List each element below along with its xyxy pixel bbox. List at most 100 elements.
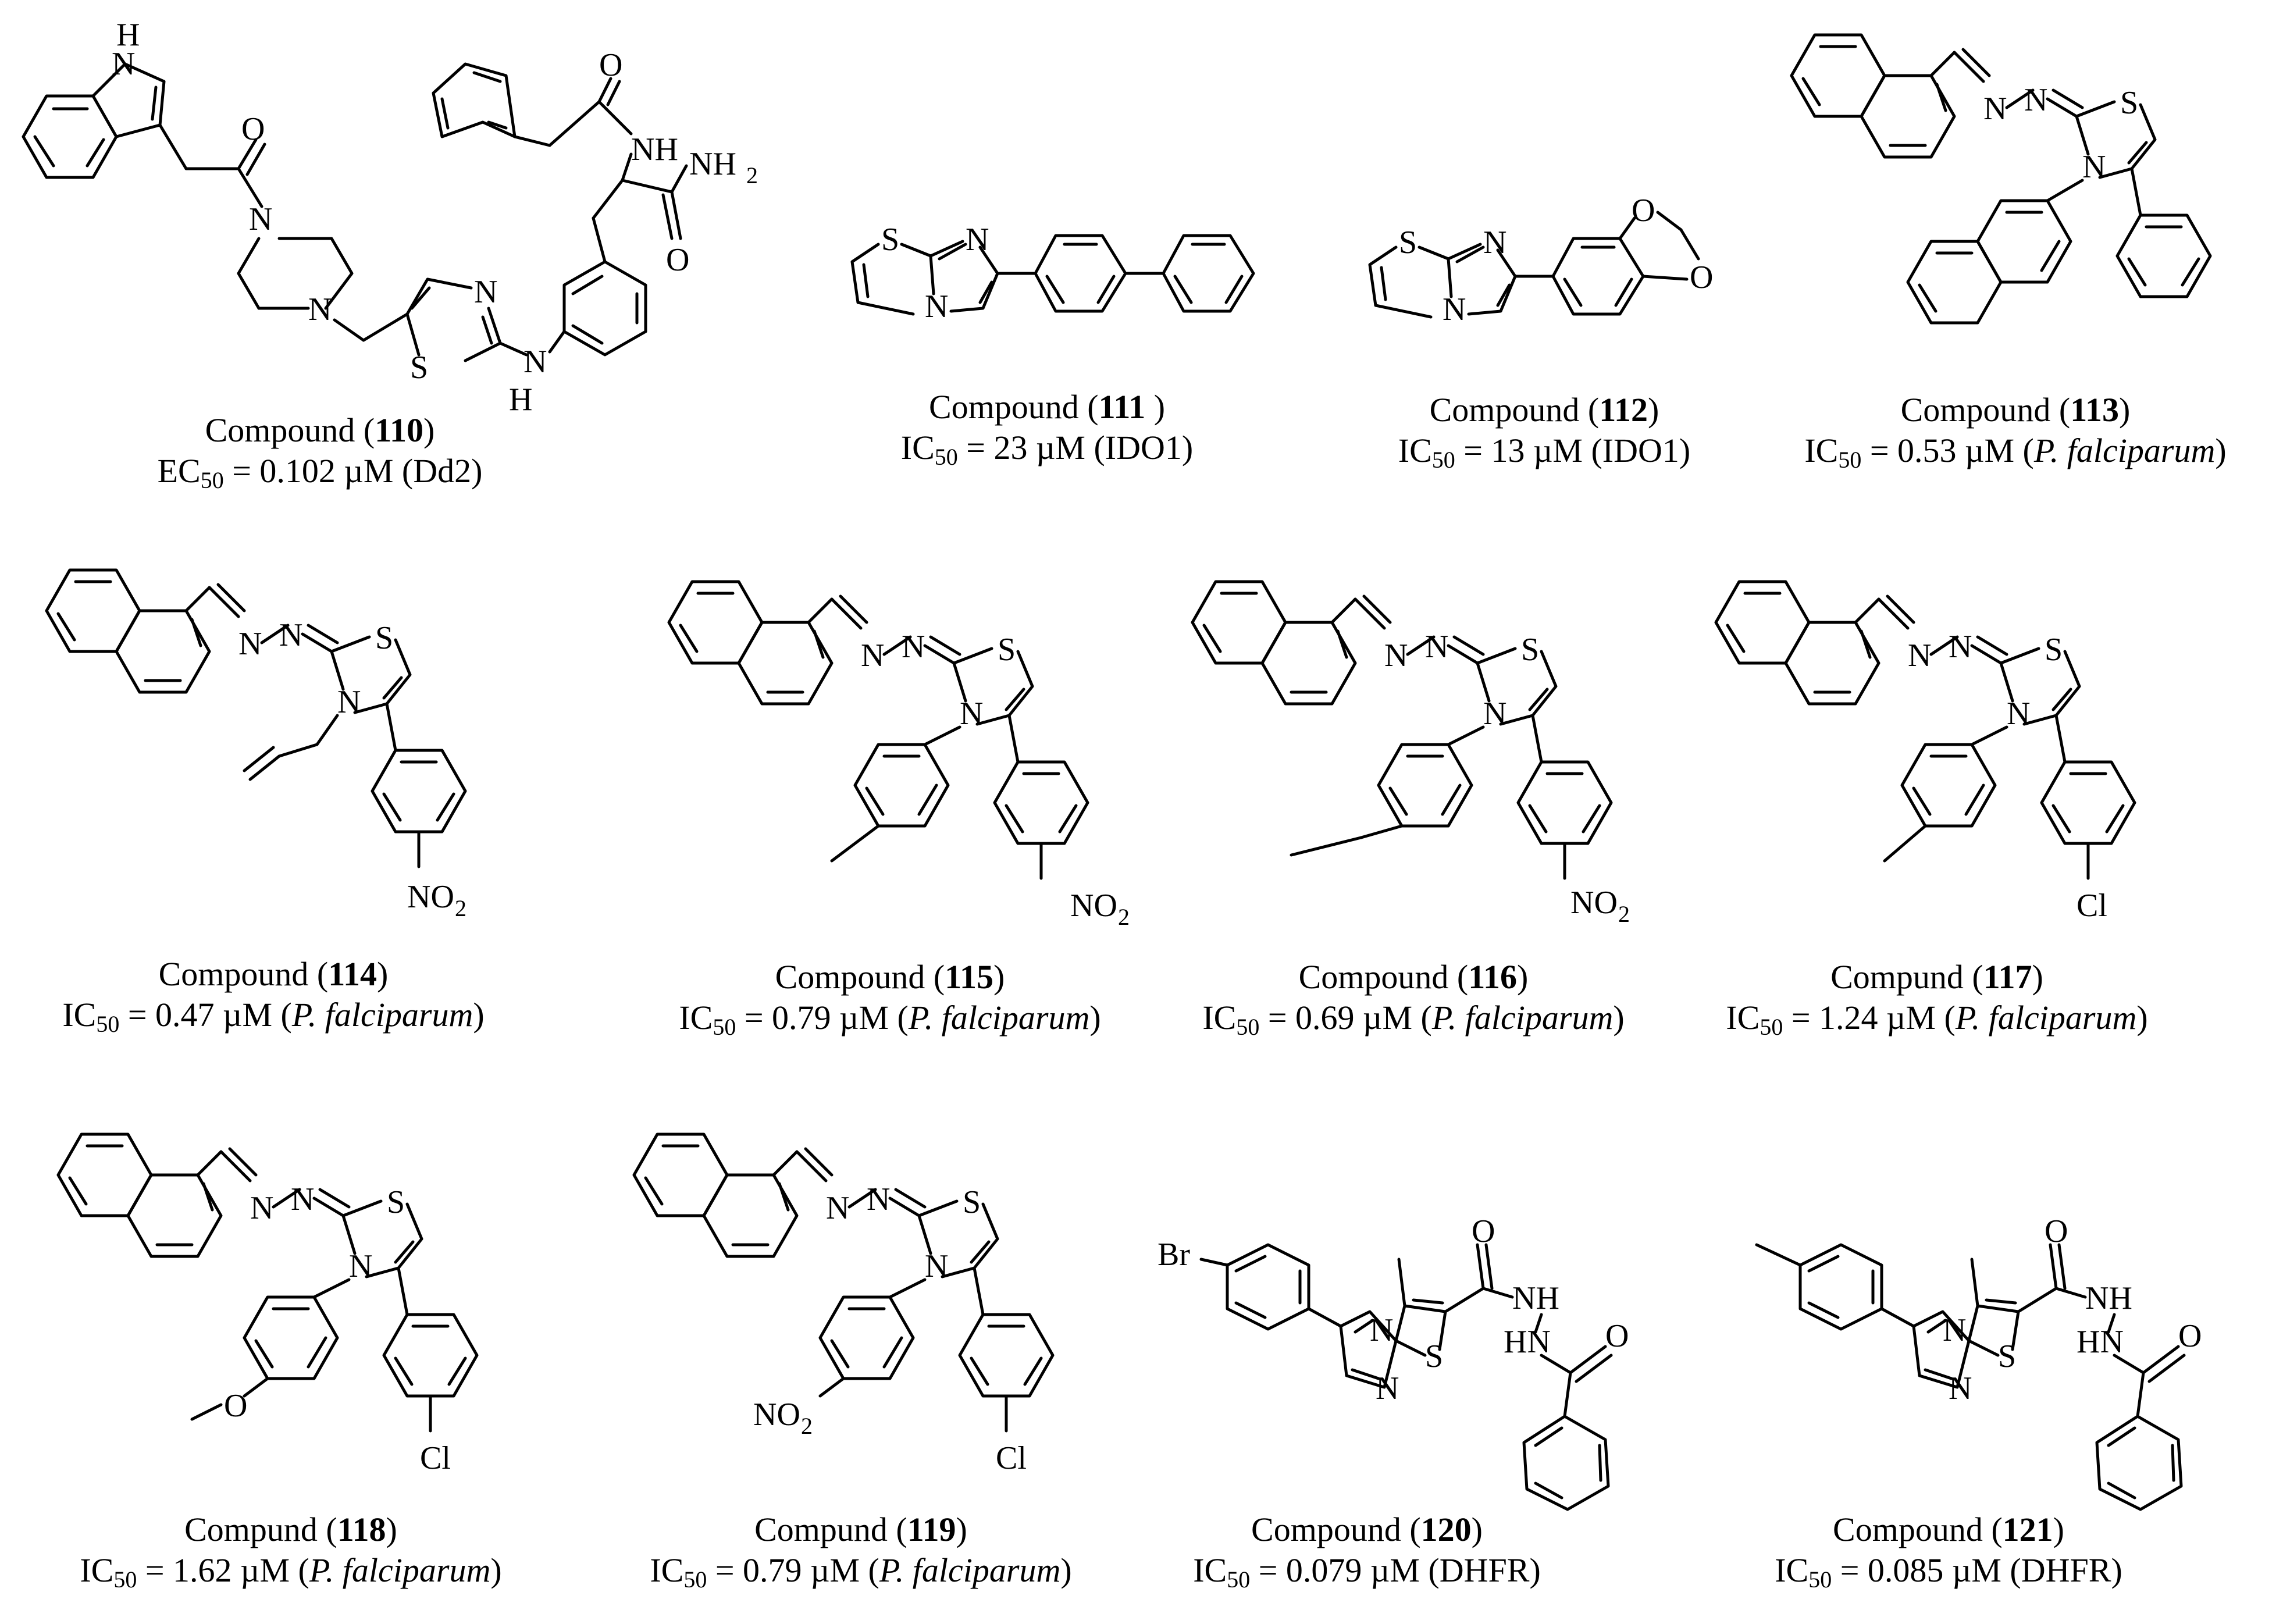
atom-n: N — [2007, 696, 2030, 732]
atom-n: N — [1370, 1312, 1393, 1348]
compound-110-caption: Compound (110) EC50 = 0.102 µM (Dd2) — [0, 410, 640, 492]
atom-n: N — [1483, 225, 1506, 261]
compound-113-structure: N N S N — [1790, 33, 2212, 325]
atom-n: N — [349, 1248, 372, 1284]
atom-s: S — [1399, 225, 1417, 261]
atom-n: N — [861, 638, 884, 674]
atom-n: N — [1425, 629, 1448, 665]
compound-118-caption: Compund (118) IC50 = 1.62 µM (P. falcipa… — [29, 1509, 553, 1591]
compound-116-activity: IC50 = 0.69 µM (P. falciparum) — [1202, 999, 1625, 1040]
atom-o: O — [1632, 193, 1655, 229]
atom-2: 2 — [801, 1413, 813, 1439]
atom-s: S — [881, 222, 899, 258]
atom-n: N — [960, 696, 983, 732]
compound-115-structure: N N S N NO 2 — [667, 580, 1130, 930]
atom-n: N — [925, 289, 948, 325]
atom-s: S — [1521, 632, 1539, 668]
compound-120-activity: IC50 = 0.079 µM (DHFR) — [1193, 1551, 1541, 1593]
atom-s: S — [387, 1184, 405, 1220]
atom-o: O — [599, 47, 622, 83]
atom-o: O — [1690, 259, 1713, 295]
atom-n: N — [1943, 1312, 1966, 1348]
compound-112-structure: S N N O O — [1368, 193, 1713, 327]
atom-s: S — [963, 1184, 981, 1220]
compound-112-label: Compound (112) — [1429, 391, 1659, 429]
atom-br: Br — [1157, 1237, 1190, 1273]
compound-114-label: Compound (114) — [158, 955, 389, 993]
atom-n: N — [279, 617, 302, 653]
atom-nh: NH — [631, 131, 678, 168]
compound-113-panel: N N S N Compound (113) IC50 = 0.53 µM (P… — [1768, 0, 2283, 523]
atom-n: N — [1376, 1370, 1399, 1406]
compound-121-activity: IC50 = 0.085 µM (DHFR) — [1775, 1551, 2122, 1593]
compound-114-structure: N N S N NO 2 — [45, 568, 467, 921]
atom-n: N — [925, 1248, 948, 1284]
compound-114-caption: Compound (114) IC50 = 0.47 µM (P. falcip… — [23, 954, 523, 1037]
atom-n: N — [2024, 82, 2047, 118]
atom-2: 2 — [1618, 901, 1630, 927]
atom-n: N — [523, 344, 547, 380]
compound-110-label: Compound (110) — [205, 411, 435, 449]
compound-111-label: Compound (111 ) — [928, 388, 1166, 426]
atom-n: N — [250, 1190, 273, 1226]
compound-114-panel: N N S N NO 2 Compound (114) IC50 = 0.47 … — [23, 558, 634, 1082]
compound-121-panel: N N S O NH HN O Compound (121) IC50 = 0.… — [1722, 1140, 2283, 1623]
atom-n: N — [474, 274, 497, 310]
compound-118-activity: IC50 = 1.62 µM (P. falciparum) — [80, 1551, 502, 1593]
compound-111-panel: S N N Compound (111 ) IC50 = 23 µM (IDO1… — [814, 163, 1291, 483]
atom-o: O — [666, 242, 689, 278]
compound-119-panel: N N S N NO 2 Cl Compund (119) IC50 = 0.7… — [605, 1123, 1140, 1623]
compound-115-activity: IC50 = 0.79 µM (P. falciparum) — [679, 999, 1101, 1040]
compound-114-activity: IC50 = 0.47 µM (P. falciparum) — [62, 996, 485, 1037]
compound-112-panel: S N N O O Compound (112) IC50 = 13 µM (I… — [1355, 163, 1762, 483]
atom-n: N — [1949, 1370, 1972, 1406]
compound-120-structure: Br N N S O NH HN O — [1157, 1213, 1629, 1511]
atom-nh: NH — [2085, 1280, 2132, 1316]
compound-117-structure: N N S N Cl — [1714, 580, 2136, 924]
compound-118-panel: N N S N O Cl Compund (118) IC50 = 1.62 µ… — [29, 1123, 582, 1623]
atom-2: 2 — [746, 162, 758, 188]
atom-n: N — [337, 684, 361, 720]
atom-n: N — [902, 629, 925, 665]
atom-s: S — [1425, 1338, 1443, 1374]
compound-112-activity: IC50 = 13 µM (IDO1) — [1398, 432, 1691, 473]
atom-s: S — [2045, 632, 2063, 668]
compound-120-caption: Compound (120) IC50 = 0.079 µM (DHFR) — [1140, 1509, 1594, 1591]
compound-116-structure: N N S N NO 2 — [1191, 580, 1630, 927]
compound-121-structure: N N S O NH HN O — [1755, 1213, 2202, 1511]
compound-118-label: Compund (118) — [184, 1511, 397, 1548]
atom-n: N — [1483, 696, 1506, 732]
compound-115-caption: Compound (115) IC50 = 0.79 µM (P. falcip… — [640, 957, 1140, 1040]
atom-n: N — [1384, 638, 1408, 674]
compound-112-caption: Compound (112) IC50 = 13 µM (IDO1) — [1355, 390, 1733, 473]
atom-s: S — [1998, 1338, 2016, 1374]
compound-120-panel: Br N N S O NH HN O Com — [1140, 1140, 1710, 1623]
atom-n: N — [1983, 91, 2007, 127]
compound-116-caption: Compound (116) IC50 = 0.69 µM (P. falcip… — [1163, 957, 1664, 1040]
compound-117-panel: N N S N Cl Compund (117) IC50 = 1.24 µM … — [1687, 570, 2210, 1094]
compound-120-label: Compound (120) — [1251, 1511, 1483, 1548]
compound-116-label: Compound (116) — [1298, 958, 1529, 996]
atom-2: 2 — [1118, 904, 1130, 930]
compound-116-panel: N N S N NO 2 Compound (116) IC50 = 0.69 … — [1163, 570, 1687, 1094]
atom-o: O — [2045, 1213, 2068, 1249]
compound-110-structure: H N O N N N S N H — [22, 17, 758, 418]
atom-o: O — [224, 1388, 247, 1424]
atom-o: O — [2178, 1318, 2202, 1354]
compound-113-activity: IC50 = 0.53 µM (P. falciparum) — [1804, 432, 2227, 473]
atom-n: N — [2082, 149, 2106, 185]
compound-119-activity: IC50 = 0.79 µM (P. falciparum) — [650, 1551, 1072, 1593]
atom-o: O — [241, 111, 265, 147]
atom-no2: NO — [1570, 885, 1618, 921]
compound-121-label: Compound (121) — [1833, 1511, 2064, 1548]
compound-115-panel: N N S N NO 2 Compound (115) IC50 = 0.79 … — [640, 570, 1163, 1094]
atom-o: O — [1605, 1318, 1629, 1354]
compound-111-activity: IC50 = 23 µM (IDO1) — [900, 429, 1194, 470]
compound-111-structure: S N N — [850, 222, 1255, 325]
atom-s: S — [375, 620, 393, 656]
atom-h: H — [509, 382, 532, 418]
compound-115-label: Compound (115) — [775, 958, 1005, 996]
atom-s: S — [998, 632, 1016, 668]
compound-119-label: Compund (119) — [754, 1511, 967, 1548]
compound-119-caption: Compund (119) IC50 = 0.79 µM (P. falcipa… — [605, 1509, 1117, 1591]
